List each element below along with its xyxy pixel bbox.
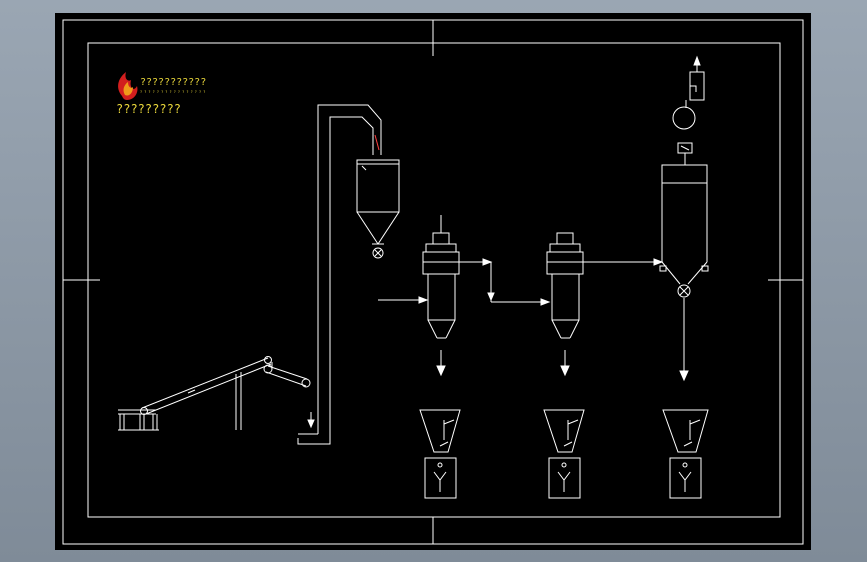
packing-machine-2 xyxy=(543,409,585,499)
classifier-1 xyxy=(378,215,493,377)
drawing-name: ????????? xyxy=(116,102,181,116)
flame-logo-icon xyxy=(118,72,138,100)
company-name: ??????????? xyxy=(140,77,206,88)
elevator-duct xyxy=(297,104,382,445)
exhaust-fan-assembly xyxy=(672,55,705,165)
packing-machine-1 xyxy=(419,409,461,499)
cyclone-collector xyxy=(356,159,400,259)
centering-marks xyxy=(63,20,803,544)
packing-machine-3 xyxy=(662,409,709,499)
screw-feeder xyxy=(263,362,311,388)
drawing-sheet xyxy=(55,13,811,550)
classifier-2 xyxy=(546,232,664,377)
process-diagram xyxy=(118,55,709,499)
company-subtitle: ? ? ? ? ? ? ? ? ? ? ? ? ? ? ? ? xyxy=(140,90,205,94)
belt-conveyor xyxy=(118,356,272,431)
bag-filter xyxy=(659,164,709,382)
connector-pipe xyxy=(487,262,551,306)
title-block: ??????????? ? ? ? ? ? ? ? ? ? ? ? ? ? ? … xyxy=(116,72,206,116)
